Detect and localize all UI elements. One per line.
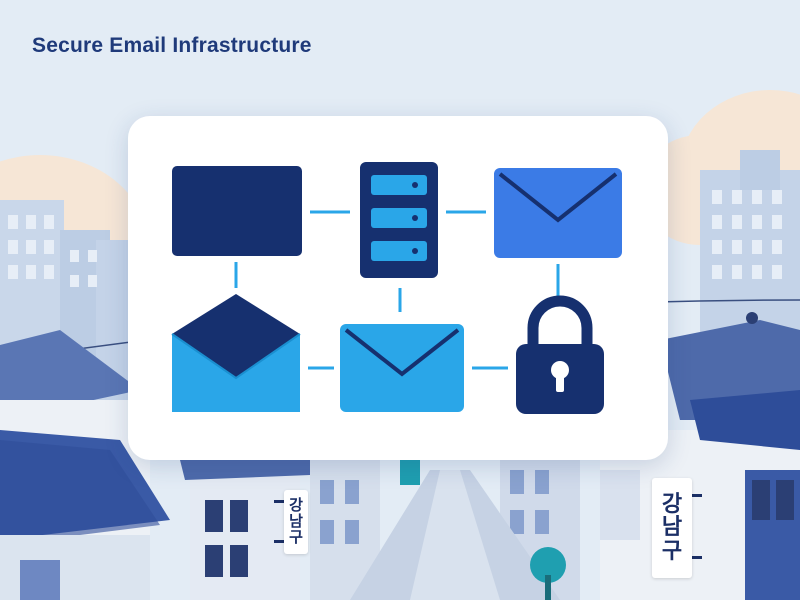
page-title: Secure Email Infrastructure <box>32 34 312 57</box>
monitor-icon <box>172 166 302 256</box>
envelope-icon <box>494 168 622 258</box>
sign-bracket <box>274 540 284 543</box>
sign-char: 구 <box>661 538 683 564</box>
sign-char: 남 <box>289 512 303 531</box>
district-sign-right: 강 남 구 <box>652 478 692 578</box>
padlock-icon <box>516 295 604 414</box>
tree <box>530 547 566 583</box>
sign-char: 강 <box>289 496 303 515</box>
roof-left <box>0 330 140 420</box>
sign-char: 강 <box>661 492 683 518</box>
diagram-card <box>128 116 668 460</box>
sign-char: 구 <box>289 527 303 546</box>
connectors <box>234 210 560 370</box>
sign-bracket <box>692 494 702 497</box>
sign-char: 남 <box>661 515 683 541</box>
open-envelope-icon <box>171 294 301 412</box>
envelope-icon <box>340 324 464 412</box>
network-diagram <box>171 162 622 414</box>
server-icon <box>360 162 438 278</box>
sign-bracket <box>274 500 284 503</box>
sign-bracket <box>692 556 702 559</box>
district-sign-left: 강 남 구 <box>284 490 308 554</box>
